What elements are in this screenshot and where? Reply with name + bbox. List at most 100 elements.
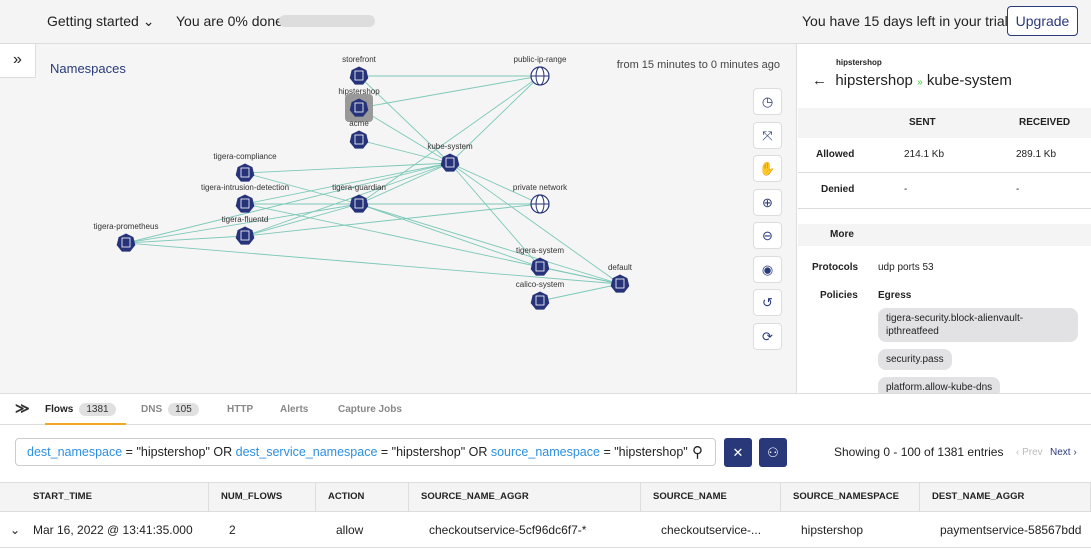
- namespace-node-icon[interactable]: [235, 194, 255, 213]
- column-header[interactable]: SOURCE_NAME_AGGR: [409, 483, 641, 511]
- zoom-in-icon[interactable]: ⊕: [753, 188, 782, 216]
- edge[interactable]: [125, 235, 246, 244]
- edge[interactable]: [449, 162, 621, 285]
- clear-search-button[interactable]: ✕: [724, 438, 752, 467]
- edge[interactable]: [539, 283, 621, 302]
- column-header[interactable]: NUM_FLOWS: [209, 483, 316, 511]
- user-settings-button[interactable]: ⚇: [759, 438, 787, 467]
- node-label: tigera-prometheus: [94, 222, 159, 231]
- namespace-node-icon[interactable]: [440, 153, 460, 172]
- progress-bar: [279, 15, 375, 27]
- edge[interactable]: [244, 203, 541, 237]
- namespace-node-icon[interactable]: [349, 194, 369, 213]
- policy-chip[interactable]: security.pass: [878, 349, 952, 370]
- table-cell: hipstershop: [801, 523, 864, 537]
- edge[interactable]: [358, 139, 451, 164]
- node-label: calico-system: [516, 280, 565, 289]
- more-section: More: [798, 224, 1091, 246]
- namespace-node-icon: [240, 198, 250, 209]
- edge[interactable]: [244, 162, 451, 205]
- edge[interactable]: [358, 75, 541, 205]
- edge[interactable]: [539, 266, 621, 285]
- column-header[interactable]: START_TIME: [0, 483, 209, 511]
- namespace-node-icon: [445, 157, 455, 168]
- column-header[interactable]: SOURCE_NAME: [641, 483, 781, 511]
- node-label: private network: [513, 183, 568, 192]
- edge[interactable]: [358, 107, 451, 164]
- namespace-node-icon[interactable]: [235, 226, 255, 245]
- tab-capture-jobs[interactable]: Capture Jobs: [338, 404, 402, 415]
- namespace-node-icon[interactable]: [349, 98, 369, 117]
- tab-http[interactable]: HTTP: [227, 404, 254, 415]
- arrow-icon: »: [917, 77, 923, 88]
- search-icon[interactable]: ⚲: [692, 444, 703, 461]
- search-field-key: dest_namespace: [27, 445, 123, 459]
- namespace-node-icon[interactable]: [610, 274, 630, 293]
- node-label: kube-system: [427, 142, 473, 151]
- getting-started-dropdown[interactable]: Getting started ⌄: [47, 13, 155, 29]
- search-input[interactable]: dest_namespace = "hipstershop" OR dest_s…: [15, 438, 716, 466]
- node-label: tigera-fluentd: [222, 215, 269, 224]
- expand-row-icon[interactable]: ⌄: [10, 523, 21, 537]
- node-label: tigera-compliance: [213, 152, 277, 161]
- column-header[interactable]: ACTION: [316, 483, 409, 511]
- column-header[interactable]: DEST_NAME_AGGR: [920, 483, 1091, 511]
- edge[interactable]: [125, 242, 621, 285]
- edge[interactable]: [244, 203, 360, 237]
- namespace-node-icon[interactable]: [116, 233, 136, 252]
- edge[interactable]: [244, 172, 360, 205]
- graph-canvas[interactable]: storefronthipstershopacmepublic-ip-range…: [0, 44, 797, 393]
- namespace-node-icon: [535, 295, 545, 306]
- namespace-node-icon[interactable]: [349, 66, 369, 85]
- namespace-node-icon[interactable]: [349, 130, 369, 149]
- fit-icon[interactable]: ⤧: [753, 121, 782, 149]
- edge[interactable]: [358, 162, 451, 205]
- edge[interactable]: [125, 162, 451, 244]
- tab-alerts[interactable]: Alerts: [280, 404, 309, 415]
- time-range[interactable]: from 15 minutes to 0 minutes ago: [616, 59, 780, 71]
- namespace-node-icon: [354, 102, 364, 113]
- collapse-icon[interactable]: ≫: [15, 400, 30, 416]
- graph-title: Namespaces: [50, 61, 126, 76]
- edge[interactable]: [449, 162, 541, 268]
- edge[interactable]: [244, 162, 451, 237]
- node-label: tigera-guardian: [332, 183, 386, 192]
- edge[interactable]: [358, 75, 451, 164]
- edge[interactable]: [358, 203, 621, 285]
- edge[interactable]: [449, 75, 541, 164]
- eye-icon[interactable]: ◉: [753, 255, 782, 283]
- edge[interactable]: [449, 162, 541, 205]
- policy-chip[interactable]: tigera-security.block-alienvault-ipthrea…: [878, 308, 1078, 342]
- next-button[interactable]: Next ›: [1050, 447, 1077, 458]
- namespace-node-icon[interactable]: [235, 163, 255, 182]
- namespace-node-icon: [240, 230, 250, 241]
- back-arrow-icon[interactable]: ←: [812, 72, 827, 89]
- edge[interactable]: [358, 203, 541, 268]
- policy-chip[interactable]: platform.allow-kube-dns: [878, 377, 1001, 393]
- edge[interactable]: [125, 203, 360, 244]
- progress-text: You are 0% done: [176, 13, 283, 29]
- upgrade-button[interactable]: Upgrade: [1007, 6, 1078, 36]
- column-header[interactable]: SOURCE_NAMESPACE: [781, 483, 920, 511]
- panel-title: ← hipstershop » kube-system: [812, 72, 1012, 89]
- zoom-out-icon[interactable]: ⊖: [753, 222, 782, 249]
- undo-icon[interactable]: ↺: [753, 289, 782, 316]
- edge[interactable]: [358, 75, 541, 109]
- namespace-node-icon[interactable]: [530, 257, 550, 276]
- clock-icon[interactable]: ◷: [753, 88, 782, 115]
- prev-button[interactable]: ‹ Prev: [1016, 447, 1043, 458]
- edge[interactable]: [244, 162, 451, 174]
- hand-icon[interactable]: ✋: [753, 155, 782, 182]
- namespace-node-icon[interactable]: [530, 291, 550, 310]
- trial-text: You have 15 days left in your trial: [802, 13, 1008, 29]
- entries-count: Showing 0 - 100 of 1381 entries: [834, 445, 1004, 459]
- table-cell: checkoutservice-...: [661, 523, 762, 537]
- expand-sidebar-icon[interactable]: »: [0, 44, 36, 78]
- refresh-icon[interactable]: ⟳: [753, 322, 782, 350]
